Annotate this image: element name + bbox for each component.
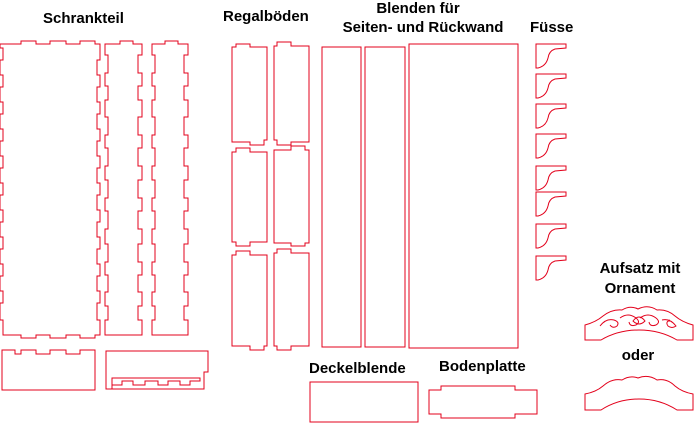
- label-oder: oder: [621, 347, 655, 364]
- bodenplatte-panel: [428, 385, 538, 419]
- blende-seitenwand-rechts: [364, 46, 406, 348]
- aufsatz-mit-ornament: [584, 306, 694, 341]
- fuss-5: [535, 165, 567, 191]
- regalboden-2: [273, 41, 310, 146]
- fuss-7: [535, 223, 567, 249]
- schrankteil-side-panel-right: [151, 40, 189, 336]
- fuss-2: [535, 73, 567, 99]
- schrankteil-back-panel: [0, 40, 101, 339]
- label-aufsatz-line2: Ornament: [604, 280, 676, 297]
- label-bodenplatte: Bodenplatte: [439, 358, 526, 375]
- schrankteil-top-board: [1, 349, 96, 391]
- schrankteil-bottom-board: [105, 350, 209, 390]
- regalboden-5: [231, 250, 268, 351]
- label-fuesse: Füsse: [530, 19, 574, 36]
- label-aufsatz-line1: Aufsatz mit: [599, 260, 681, 277]
- fuesse-group: [535, 43, 567, 281]
- aufsatz-ohne-ornament: [584, 375, 694, 411]
- regalboden-6: [273, 248, 310, 351]
- ornament-scroll-icon: [599, 314, 677, 328]
- schrankteil-side-panel-left: [104, 40, 143, 336]
- deckelblende-panel: [309, 381, 419, 423]
- fuss-8: [535, 255, 567, 281]
- fuss-3: [535, 103, 567, 129]
- fuss-4: [535, 133, 567, 159]
- label-blenden-line2: Seiten- und Rückwand: [342, 19, 504, 36]
- label-deckelblende: Deckelblende: [309, 360, 406, 377]
- label-blenden-line1: Blenden für: [376, 0, 460, 17]
- label-regalboeden: Regalböden: [223, 8, 309, 25]
- regalboden-4: [273, 145, 310, 247]
- regalboden-3: [231, 147, 268, 247]
- fuss-1: [535, 43, 567, 69]
- blende-seitenwand-links: [321, 46, 362, 348]
- ornament-center-icon: [632, 316, 646, 325]
- blende-rueckwand: [408, 43, 519, 349]
- fuss-6: [535, 191, 567, 217]
- regalboden-1: [231, 43, 268, 146]
- label-schrankteil: Schrankteil: [43, 10, 124, 27]
- aufsatz-ornament-outline: [584, 306, 694, 341]
